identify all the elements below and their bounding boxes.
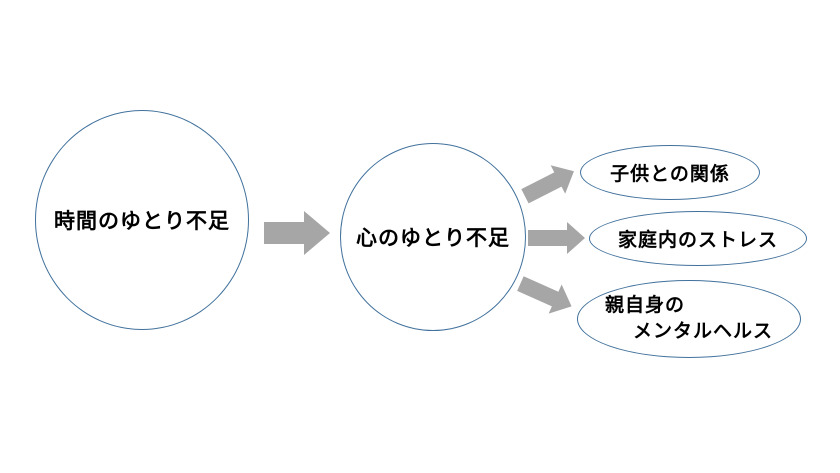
node-family-stress-label: 家庭内のストレス	[617, 229, 778, 251]
node-time-shortage: 時間のゆとり不足	[35, 110, 249, 330]
node-parent-mental-health: 親自身の メンタルヘルス	[577, 280, 801, 358]
arrow-main	[264, 211, 330, 255]
node-mind-shortage-label: 心のゆとり不足	[356, 226, 510, 250]
node-child-relationship-label: 子供との関係	[610, 163, 730, 185]
arrow-to-parent-mental-health	[517, 276, 572, 314]
node-parent-mental-health-label: 親自身の メンタルヘルス	[605, 293, 773, 344]
parent-mental-health-line2: メンタルヘルス	[632, 320, 773, 342]
parent-mental-health-line1: 親自身の	[604, 294, 685, 317]
arrow-to-child-relationship	[521, 165, 574, 204]
node-time-shortage-label: 時間のゆとり不足	[54, 209, 230, 233]
arrow-to-family-stress	[528, 222, 585, 254]
node-child-relationship: 子供との関係	[580, 145, 760, 200]
node-family-stress: 家庭内のストレス	[589, 211, 807, 266]
node-mind-shortage: 心のゆとり不足	[340, 143, 526, 331]
